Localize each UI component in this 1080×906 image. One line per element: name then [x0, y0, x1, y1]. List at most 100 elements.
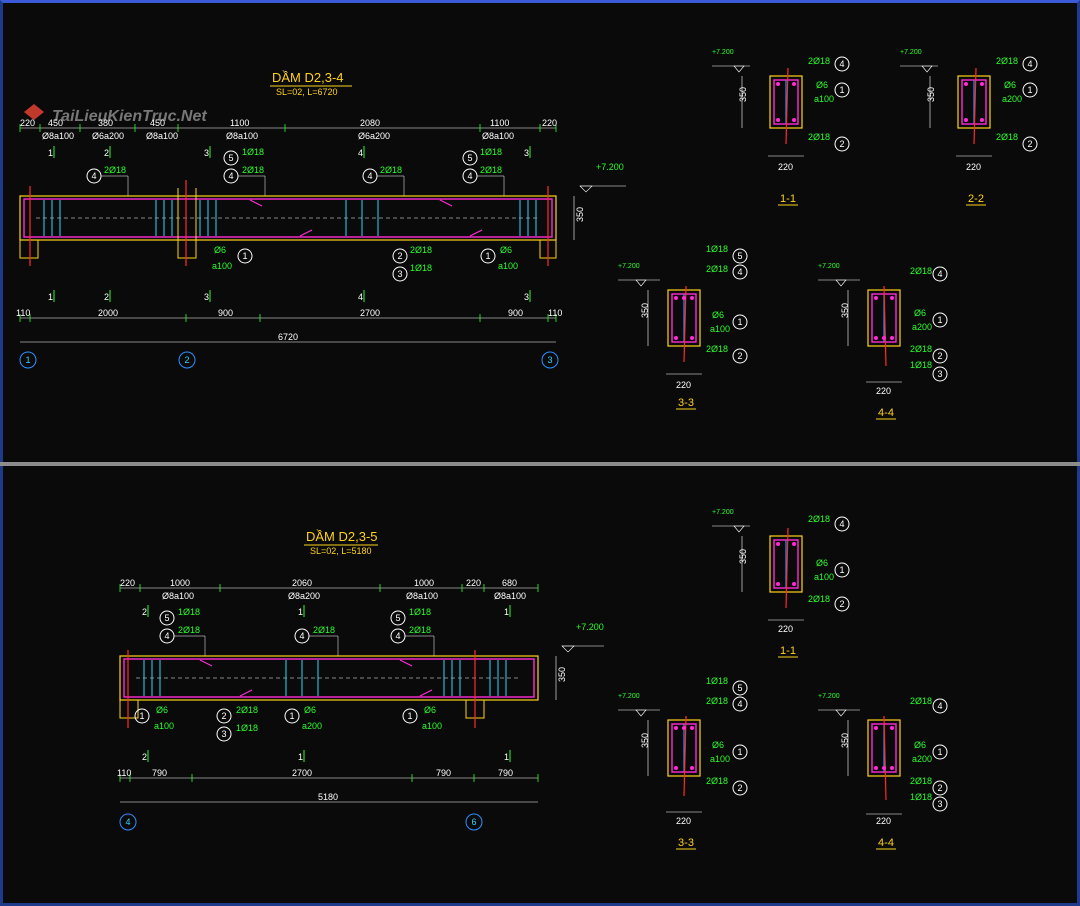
- beam1-seg-3: 4: [358, 148, 363, 158]
- sec44b-bot2: 1Ø18: [910, 792, 932, 802]
- beam2-axis-0: 4: [125, 817, 130, 827]
- beam1-bubble-8: 3: [397, 269, 402, 279]
- sec33b-top2: 2Ø18: [706, 696, 728, 706]
- sec33t-mid1: Ø6: [712, 310, 724, 320]
- sec44t-level: +7.200: [818, 263, 840, 270]
- sec44b-h: 350: [840, 733, 850, 748]
- beam1-height: 350: [575, 207, 585, 222]
- sec33t-top2: 2Ø18: [706, 264, 728, 274]
- sec11t-top: 2Ø18: [808, 56, 830, 66]
- beam1-stirrup-d2: Ø6: [500, 245, 512, 255]
- sec33b-bot: 2Ø18: [706, 776, 728, 786]
- sec33b-top1: 1Ø18: [706, 676, 728, 686]
- beam1-bot-b: 1Ø18: [410, 263, 432, 273]
- sec44b-top: 2Ø18: [910, 696, 932, 706]
- beam2-bar4-right: 2Ø18: [409, 625, 431, 635]
- beam2-stirrup-a: a100: [154, 721, 174, 731]
- beam2-stirrup-d3: Ø6: [424, 705, 436, 715]
- beam1-bar5-left: 1Ø18: [242, 147, 264, 157]
- beam1-bar4-left: 2Ø18: [242, 165, 264, 175]
- sec44t-h: 350: [840, 303, 850, 318]
- beam1-bar4-end: 2Ø18: [104, 165, 126, 175]
- beam2-bar4-left: 2Ø18: [178, 625, 200, 635]
- beam2-bubble-5: 1: [139, 711, 144, 721]
- beam1-topdim-6: 1100: [490, 118, 509, 128]
- beam1-level: +7.200: [596, 162, 624, 172]
- section-3-3-top: +7.200 350 220 3-3 1Ø18 2Ø18 Ø6 a100 2Ø1…: [618, 244, 748, 410]
- sec33t-n2: 1: [737, 317, 742, 327]
- sec11b-w: 220: [778, 624, 793, 634]
- sec33t-n1: 4: [737, 267, 742, 277]
- beam1-axis-2: 3: [547, 355, 552, 365]
- sec33b-n3: 2: [737, 783, 742, 793]
- sec11t-n0: 4: [839, 59, 844, 69]
- beam1-title: DẦM D2,3-4: [272, 70, 344, 85]
- beam1-axis-0: 1: [25, 355, 30, 365]
- section-3-3-bottom: +7.200 350 220 3-3 1Ø18 2Ø18 Ø6 a100 2Ø1…: [618, 676, 748, 850]
- beam2-subtitle: SL=02, L=5180: [310, 546, 372, 556]
- sec11t-level: +7.200: [712, 49, 734, 56]
- beam2-total: 5180: [318, 792, 338, 802]
- beam1-stirrup-5: Ø8a100: [482, 131, 514, 141]
- beam2-bubble-9: 1: [407, 711, 412, 721]
- beam1-botdim-0: 110: [16, 308, 30, 318]
- watermark-text: TaiLieuKienTruc.Net: [52, 108, 207, 125]
- beam1-stirrup-0: Ø8a100: [42, 131, 74, 141]
- sec33t-mid2: a100: [710, 324, 730, 334]
- sec33t-n0: 5: [737, 251, 742, 261]
- beam2-topdim-2: 2060: [292, 578, 312, 588]
- sec22-h: 350: [926, 87, 936, 102]
- beam1-seg-6: 2: [104, 292, 109, 302]
- sec22-top: 2Ø18: [996, 56, 1018, 66]
- sec33t-w: 220: [676, 380, 691, 390]
- beam2-axis-1: 6: [471, 817, 476, 827]
- sec11b-n1: 1: [839, 565, 844, 575]
- beam1-bubble-2: 4: [91, 171, 96, 181]
- section-1-1-bottom: +7.200 350 220 1-1 2Ø18 Ø6 a100 2Ø18 4 1…: [712, 509, 850, 658]
- beam1-seg-1: 2: [104, 148, 109, 158]
- watermark-icon: [24, 104, 44, 120]
- sec11t-mid2: a100: [814, 94, 834, 104]
- sec11b-top: 2Ø18: [808, 514, 830, 524]
- beam2-seg-0: 2: [142, 607, 147, 617]
- beam1-topdim-2: 380: [98, 118, 113, 128]
- beam1-botdim-5: 110: [548, 308, 562, 318]
- beam2-stirrup-0: Ø8a100: [162, 591, 194, 601]
- beam1-bar5-right: 1Ø18: [480, 147, 502, 157]
- sec33b-mid1: Ø6: [712, 740, 724, 750]
- beam1-bubble-5: 4: [467, 171, 472, 181]
- beam2-height: 350: [557, 667, 567, 682]
- sec22-label: 2-2: [968, 193, 984, 205]
- beam1-stirrup-a2: a100: [498, 261, 518, 271]
- beam1-stirrup-2: Ø8a100: [146, 131, 178, 141]
- beam1-stirrup-a: a100: [212, 261, 232, 271]
- sec22-mid1: Ø6: [1004, 80, 1016, 90]
- beam1-elevation: DẦM D2,3-4 SL=02, L=6720 220 450 380 450…: [16, 70, 626, 369]
- sec11b-label: 1-1: [780, 645, 796, 657]
- sec11b-bot: 2Ø18: [808, 594, 830, 604]
- sec44t-label: 4-4: [878, 407, 894, 419]
- beam2-stirrup-3: Ø8a100: [494, 591, 526, 601]
- beam2-bubble-7: 3: [221, 729, 226, 739]
- beam1-stirrup-1: Ø6a200: [92, 131, 124, 141]
- beam2-bubble-8: 1: [289, 711, 294, 721]
- beam2-seg-3: 2: [142, 752, 147, 762]
- watermark-logo: TaiLieuKienTruc.Net: [24, 104, 207, 125]
- section-1-1-top: +7.200 350 220 1-1 2Ø18 Ø6 a100 2Ø18 4 1…: [712, 49, 850, 206]
- beam1-subtitle: SL=02, L=6720: [276, 87, 338, 97]
- beam1-bubble-3: 4: [367, 171, 372, 181]
- beam1-bubble-7: 2: [397, 251, 402, 261]
- viewport-divider[interactable]: [0, 462, 1080, 466]
- beam2-topdim-3: 1000: [414, 578, 434, 588]
- sec33t-h: 350: [640, 303, 650, 318]
- beam1-bubble-1: 4: [228, 171, 233, 181]
- section-2-2: +7.200 350 220 2-2 2Ø18 Ø6 a200 2Ø18 4 1…: [900, 49, 1038, 206]
- sec11t-w: 220: [778, 162, 793, 172]
- beam2-level: +7.200: [576, 622, 604, 632]
- beam2-botdim-4: 790: [498, 768, 513, 778]
- sec44t-n2: 2: [937, 351, 942, 361]
- beam2-bubble-4: 4: [299, 631, 304, 641]
- beam2-botdim-1: 790: [152, 768, 167, 778]
- beam2-seg-5: 1: [504, 752, 509, 762]
